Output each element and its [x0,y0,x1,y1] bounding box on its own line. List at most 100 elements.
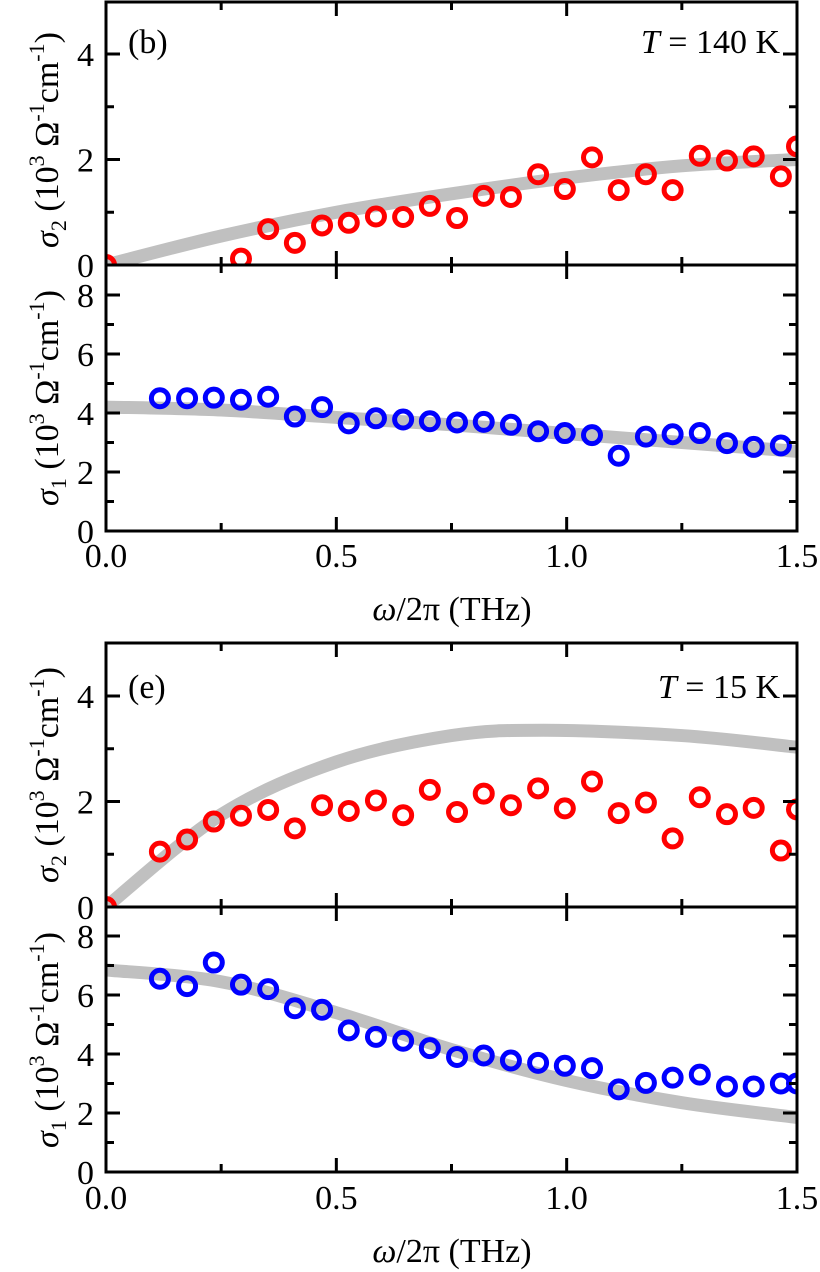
data-point-marker [364,205,387,228]
data-point-marker [553,1054,576,1077]
temperature-value: = 140 K [660,24,781,61]
data-point-marker [283,231,306,254]
y-tick-label: 4 [77,679,94,716]
data-point-marker [472,410,495,433]
data-point-marker [688,1063,711,1086]
data-point-marker [446,1045,469,1068]
data-point-marker [742,145,765,168]
data-point-marker [661,179,684,202]
data-point-marker [364,1025,387,1048]
data-point-marker [688,144,711,167]
data-point-marker [553,797,576,820]
data-point-marker [715,149,738,172]
data-point-marker [257,218,280,241]
x-axis-title-e: ω/2π (THz) [372,1233,531,1270]
data-point-marker [634,163,657,186]
data-point-marker [472,782,495,805]
fit-curve [106,723,797,907]
y-tick-label: 0 [77,1155,94,1192]
panel-b [104,0,799,533]
data-point-marker [364,789,387,812]
x-tick-label: 1.5 [776,538,819,575]
x-tick-label: 1.0 [545,538,588,575]
data-point-marker [148,840,171,863]
data-point-marker [769,839,792,862]
y-tick-label: 4 [77,37,94,74]
data-point-marker [499,794,522,817]
data-point-marker [634,791,657,814]
data-point-marker [553,178,576,201]
data-point-marker [148,387,171,410]
x-tick-label: 0.5 [315,538,358,575]
data-point-marker [202,951,225,974]
y-tick-label: 6 [77,978,94,1015]
data-point-marker [688,422,711,445]
data-point-marker [337,211,360,234]
data-point-marker [715,803,738,826]
data-point-marker [607,179,630,202]
data-point-marker [392,205,415,228]
x-tick-label: 1.0 [545,1180,588,1217]
data-point-marker [364,407,387,430]
data-point-marker [176,828,199,851]
data-point-marker [715,432,738,455]
data-point-marker [202,810,225,833]
y-tick-label: 4 [77,396,94,433]
data-point-marker [661,827,684,850]
data-point-marker [283,405,306,428]
temperature-label-b: T = 140 K [641,24,781,61]
panel-label-e: (e) [128,669,166,706]
x-tick-label: 1.5 [776,1180,819,1217]
fit-curve [106,963,797,1124]
data-point-marker [392,408,415,431]
data-point-marker [392,1029,415,1052]
y-tick-label: 2 [77,455,94,492]
data-point-marker [527,777,550,800]
y-tick-label: 2 [77,1096,94,1133]
y-tick-label: 0 [77,248,94,285]
y-tick-label: 0 [77,890,94,927]
y-tick-label: 0 [77,514,94,551]
x-axis-title-b: ω/2π (THz) [372,591,531,628]
data-point-marker [527,163,550,186]
data-point-marker [283,997,306,1020]
data-point-marker [661,1066,684,1089]
panel-label-b: (b) [128,24,168,61]
data-point-marker [337,412,360,435]
data-point-marker [257,385,280,408]
y-tick-label: 8 [77,278,94,315]
data-point-marker [769,165,792,188]
data-point-marker [176,975,199,998]
data-point-marker [257,978,280,1001]
data-point-marker [553,422,576,445]
data-point-marker [148,967,171,990]
data-point-marker [446,801,469,824]
data-point-marker [607,1078,630,1101]
data-point-marker [446,411,469,434]
data-point-marker [742,796,765,819]
data-point-marker [634,1071,657,1094]
data-point-marker [499,185,522,208]
plot-frame [104,905,799,1174]
data-point-marker [337,1019,360,1042]
data-point-marker [786,135,797,158]
panel-e-sigma2-plot [104,641,799,909]
y-axis-title: σ2 (103 Ω-1cm-1) [24,667,71,883]
data-point-marker [499,413,522,436]
data-point-marker [581,146,604,169]
data-point-marker [581,770,604,793]
data-point-marker [634,425,657,448]
data-point-marker [499,1049,522,1072]
temperature-label-e: T = 15 K [658,669,781,706]
data-point-marker [607,444,630,467]
y-tick-label: 6 [77,337,94,374]
y-axis-title: σ2 (103 Ω-1cm-1) [24,32,71,248]
y-tick-label: 8 [77,919,94,956]
temperature-value: = 15 K [677,669,781,706]
data-point-marker [229,247,252,265]
y-axis-title: σ1 (103 Ω-1cm-1) [24,290,71,506]
data-point-marker [418,410,441,433]
panel-b-sigma1-plot [104,263,799,533]
data-point-marker [311,396,334,419]
y-tick-label: 2 [77,143,94,180]
